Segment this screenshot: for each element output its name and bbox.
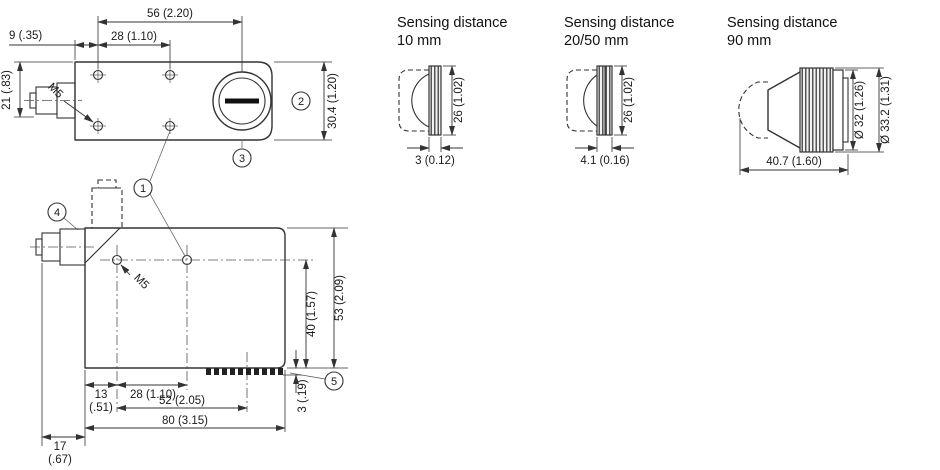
lens-view-90mm: Sensing distance 90 mm Ø 32 (1.26) Ø 33.… bbox=[727, 15, 892, 175]
lens-90-title-line2: 90 mm bbox=[727, 33, 771, 49]
sensor-side-view: M5 40 (1. bbox=[30, 179, 348, 466]
callout-1: 1 bbox=[133, 130, 186, 257]
dim-52-label: 52 (2.05) bbox=[159, 395, 205, 407]
lens-90-depth-label: 40.7 (1.60) bbox=[766, 156, 822, 168]
dim-17-in-label: (.67) bbox=[48, 454, 72, 466]
lens-90-housing-dashed bbox=[738, 81, 768, 139]
lens-20-diameter-label: 26 (1.02) bbox=[623, 77, 635, 123]
lens-90-front-ring bbox=[832, 69, 844, 151]
lens-10-diameter-label: 26 (1.02) bbox=[453, 77, 465, 123]
sensor-top-view: M5 56 (2.20) 28 (1.10) 9 (.35) 21 (.83) … bbox=[1, 8, 339, 168]
dim-30-4-label: 30.4 (1.20) bbox=[327, 73, 339, 129]
svg-text:2: 2 bbox=[298, 96, 304, 108]
callout-2: 2 bbox=[291, 91, 311, 111]
dim-56-label: 56 (2.20) bbox=[147, 8, 193, 20]
lens-20-dome bbox=[583, 74, 598, 127]
serrated-strip bbox=[206, 368, 283, 375]
lens-20-housing-dashed bbox=[566, 69, 597, 132]
dim-28-top-label: 28 (1.10) bbox=[111, 31, 157, 43]
lens-10-knurled-ring bbox=[428, 65, 442, 136]
lens-20-title-line1: Sensing distance bbox=[564, 15, 674, 31]
svg-text:4: 4 bbox=[54, 207, 60, 219]
dim-80-label: 80 (3.15) bbox=[162, 415, 208, 427]
lens-90-dimensions bbox=[739, 67, 884, 175]
lens-90-cone bbox=[767, 71, 801, 149]
thread-label-side: M5 bbox=[131, 272, 151, 292]
connector-up-dashed bbox=[91, 179, 123, 229]
mounting-holes-top bbox=[90, 67, 178, 134]
dim-13-mm-label: 13 bbox=[95, 389, 108, 401]
lens-90-d33-label: Ø 33.2 (1.31) bbox=[880, 76, 892, 144]
lens-90-knurled-ring bbox=[799, 67, 834, 153]
lens-10-dimensions bbox=[407, 65, 463, 152]
housing-side-outline bbox=[84, 227, 286, 369]
lens-20-depth-label: 4.1 (0.16) bbox=[580, 155, 629, 167]
dim-3-label: 3 (.19) bbox=[297, 379, 309, 412]
top-view-dimensions bbox=[9, 19, 327, 141]
lens-view-20-50mm: Sensing distance 20/50 mm 26 (1.02) 4.1 … bbox=[564, 15, 674, 167]
mounting-holes-side bbox=[100, 245, 316, 412]
callout-3: 3 bbox=[232, 148, 252, 168]
lens-90-d32-label: Ø 32 (1.26) bbox=[854, 81, 866, 139]
housing-top-outline bbox=[74, 61, 273, 141]
svg-text:3: 3 bbox=[239, 153, 245, 165]
connector-side-view bbox=[30, 228, 95, 266]
housing-chamfer bbox=[84, 227, 121, 264]
lens-10-title-line2: 10 mm bbox=[397, 33, 441, 49]
lens-view-10mm: Sensing distance 10 mm 26 (1.02) 3 (0.12… bbox=[397, 15, 507, 167]
lens-20-title-line2: 20/50 mm bbox=[564, 33, 628, 49]
dim-17-mm-label: 17 bbox=[54, 441, 67, 453]
connector-top-view bbox=[24, 82, 82, 119]
svg-text:5: 5 bbox=[331, 376, 337, 388]
svg-text:1: 1 bbox=[140, 183, 146, 195]
dim-9-label: 9 (.35) bbox=[9, 30, 42, 42]
callout-4: 4 bbox=[47, 202, 67, 222]
lens-10-title-line1: Sensing distance bbox=[397, 15, 507, 31]
dim-21-label: 21 (.83) bbox=[1, 70, 13, 110]
adjustment-dial bbox=[212, 71, 272, 131]
lens-10-dome bbox=[411, 73, 430, 128]
lens-20-dimensions bbox=[575, 65, 634, 152]
lens-10-depth-label: 3 (0.12) bbox=[415, 155, 455, 167]
callout-5: 5 bbox=[324, 371, 344, 391]
side-view-dimensions bbox=[41, 227, 337, 440]
dim-13-in-label: (.51) bbox=[89, 402, 113, 414]
dim-40-label: 40 (1.57) bbox=[306, 291, 318, 337]
lens-10-housing-dashed bbox=[398, 69, 429, 132]
dim-28-side-label: 28 (1.10) bbox=[130, 389, 176, 401]
lens-90-title-line1: Sensing distance bbox=[727, 15, 837, 31]
thread-label-top: M5 bbox=[45, 81, 65, 101]
lens-90-front-step bbox=[842, 77, 849, 143]
dim-53-label: 53 (2.09) bbox=[334, 275, 346, 321]
